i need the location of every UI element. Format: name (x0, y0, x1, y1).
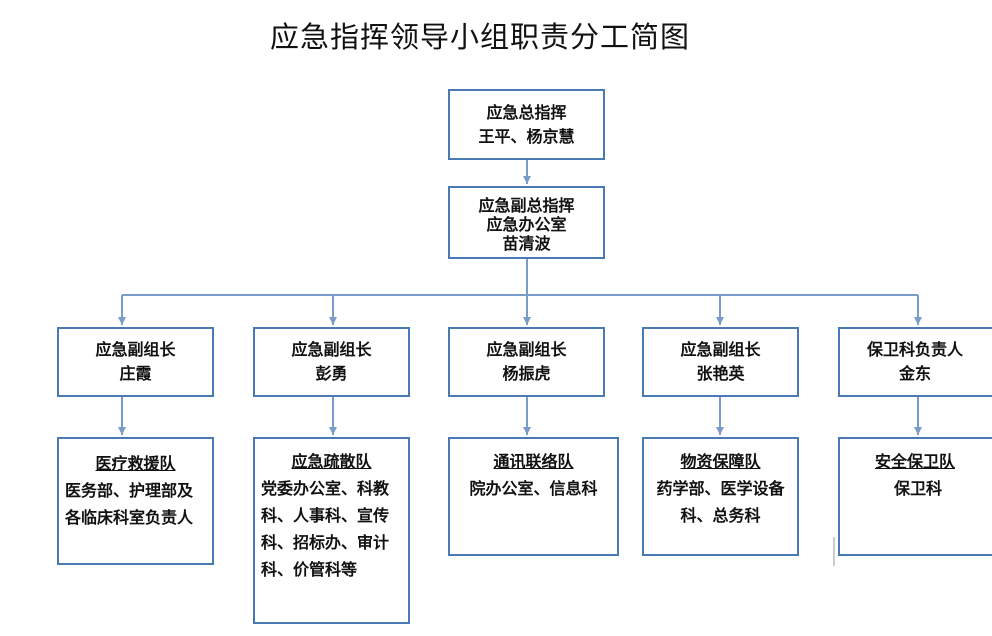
deputy-role: 应急副总指挥 (478, 196, 575, 215)
leader-box: 应急副组长 杨振虎 (448, 327, 605, 397)
leader-role: 应急副组长 (486, 340, 567, 359)
team-name: 应急疏散队 (291, 452, 372, 471)
leader-role: 应急副组长 (680, 340, 761, 359)
commander-role: 应急总指挥 (486, 103, 567, 122)
team-members: 保卫科 (893, 479, 942, 498)
leader-name: 杨振虎 (502, 364, 551, 383)
deputy-commander-box: 应急副总指挥 应急办公室 苗清波 (448, 186, 605, 259)
team-name: 物资保障队 (680, 452, 761, 471)
team-name: 通讯联络队 (493, 452, 574, 471)
leader-box: 应急副组长 张艳英 (642, 327, 799, 397)
deputy-name: 苗清波 (502, 234, 551, 253)
deputy-office: 应急办公室 (486, 215, 567, 234)
team-members: 医务部、护理部及各临床科室负责人 (65, 481, 194, 527)
team-members: 党委办公室、科教科、人事科、宣传科、招标办、审计科、价管科等 (261, 479, 390, 579)
leader-box: 应急副组长 庄霞 (57, 327, 214, 397)
commander-box: 应急总指挥 王平、杨京慧 (448, 89, 605, 160)
team-box: 安全保卫队 保卫科 (838, 437, 992, 556)
commander-names: 王平、杨京慧 (478, 127, 575, 146)
leader-role: 应急副组长 (291, 340, 372, 359)
leader-name: 张艳英 (696, 364, 745, 383)
team-members: 院办公室、信息科 (469, 479, 598, 498)
team-box: 应急疏散队 党委办公室、科教科、人事科、宣传科、招标办、审计科、价管科等 (253, 437, 410, 624)
leader-role: 保卫科负责人 (866, 340, 963, 359)
leader-role: 应急副组长 (95, 340, 176, 359)
leader-box: 保卫科负责人 金东 (838, 327, 992, 397)
team-members: 药学部、医学设备科、总务科 (656, 479, 785, 525)
team-box: 通讯联络队 院办公室、信息科 (448, 437, 619, 556)
team-box: 医疗救援队 医务部、护理部及各临床科室负责人 (57, 437, 214, 565)
leader-name: 金东 (898, 364, 931, 383)
team-box: 物资保障队 药学部、医学设备科、总务科 (642, 437, 799, 556)
team-name: 安全保卫队 (874, 452, 955, 471)
diagram-title: 应急指挥领导小组职责分工简图 (269, 20, 690, 54)
leader-name: 彭勇 (315, 364, 348, 383)
team-name: 医疗救援队 (95, 454, 176, 473)
leader-box: 应急副组长 彭勇 (253, 327, 410, 397)
leader-name: 庄霞 (119, 364, 152, 383)
